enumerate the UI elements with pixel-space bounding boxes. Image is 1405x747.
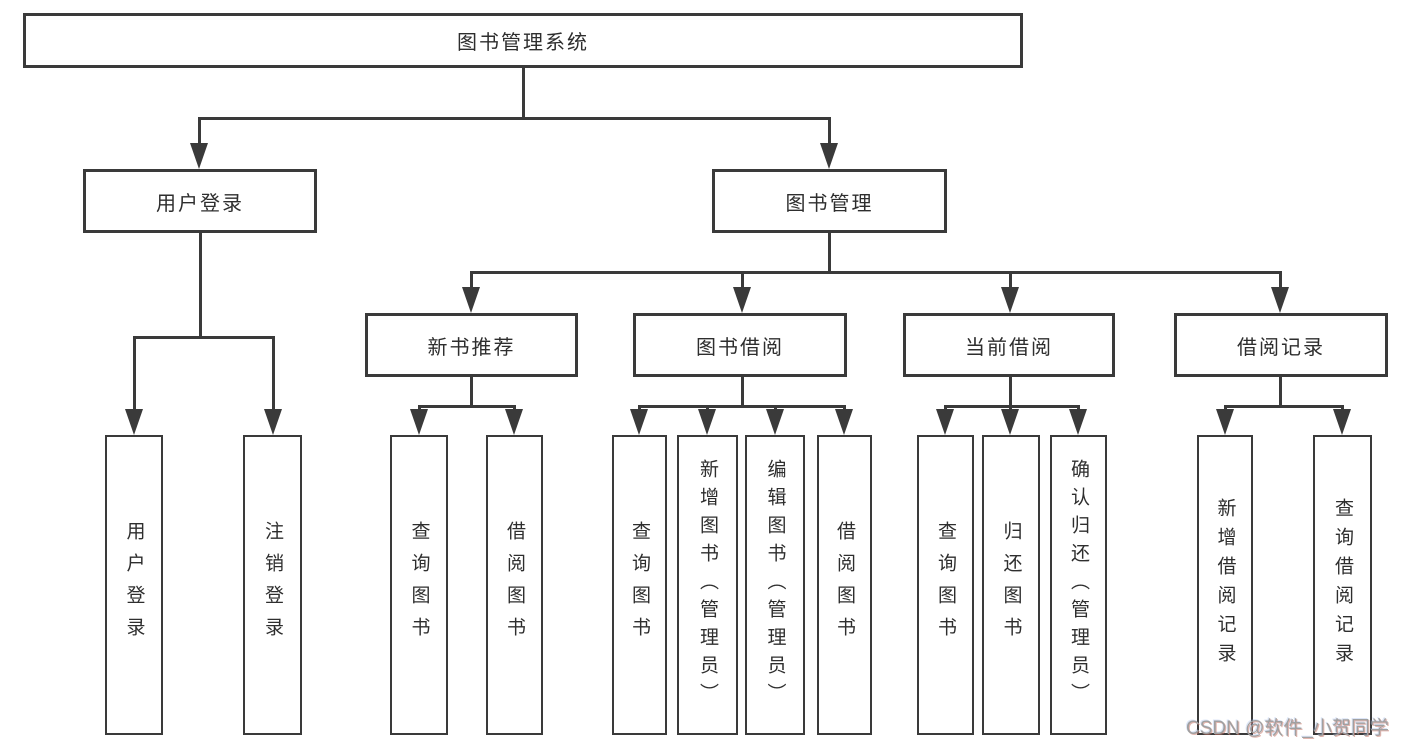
node-current-borrow-label: 当前借阅 [965,336,1053,359]
arrow-down-icon [630,409,648,435]
leaf-edit-books-admin-label: 编辑图书（管理员） [764,459,786,711]
node-root: 图书管理系统 [23,13,1023,68]
watermark: CSDN @软件_小贺同学 [1186,718,1389,739]
leaf-user-login: 用户登录 [105,435,163,735]
node-new-book-recommend: 新书推荐 [365,313,578,377]
leaf-query-books-1-label: 查询图书 [408,521,430,649]
leaf-add-borrow-record: 新增借阅记录 [1197,435,1253,735]
leaf-logout-label: 注销登录 [262,521,283,649]
node-current-borrow: 当前借阅 [903,313,1115,377]
connector-line [741,377,744,408]
arrow-down-icon [462,287,480,313]
leaf-query-borrow-record-label: 查询借阅记录 [1332,498,1353,672]
node-borrow-records: 借阅记录 [1174,313,1388,377]
leaf-query-books-1: 查询图书 [390,435,448,735]
leaf-add-books-admin-label: 新增图书（管理员） [697,459,718,711]
connector-line [470,271,473,291]
leaf-query-books-2-label: 查询图书 [629,521,650,649]
connector-line [828,233,831,274]
connector-line [1224,405,1344,408]
leaf-confirm-return-admin: 确认归还（管理员） [1050,435,1107,735]
connector-line [638,405,846,408]
leaf-borrow-books-1-label: 借阅图书 [504,521,525,649]
connector-line [470,377,473,408]
arrow-down-icon [936,409,954,435]
leaf-borrow-books-2: 借阅图书 [817,435,872,735]
arrow-down-icon [1001,287,1019,313]
connector-line [522,68,525,120]
connector-line [1009,377,1012,408]
node-book-borrow-label: 图书借阅 [696,336,784,359]
arrow-down-icon [1216,409,1234,435]
node-book-management: 图书管理 [712,169,947,233]
connector-line [1279,377,1282,408]
leaf-add-books-admin: 新增图书（管理员） [677,435,738,735]
arrow-down-icon [733,287,751,313]
leaf-query-books-2: 查询图书 [612,435,667,735]
leaf-return-books-label: 归还图书 [1000,521,1022,649]
node-new-book-recommend-label: 新书推荐 [427,336,516,359]
connector-line [198,117,831,120]
leaf-query-borrow-record: 查询借阅记录 [1313,435,1372,735]
node-borrow-records-label: 借阅记录 [1237,336,1325,359]
connector-line [199,233,202,338]
arrow-down-icon [698,409,716,435]
arrow-down-icon [410,409,428,435]
connector-line [418,405,516,408]
arrow-down-icon [505,409,523,435]
leaf-add-borrow-record-label: 新增借阅记录 [1214,498,1236,672]
node-book-borrow: 图书借阅 [633,313,847,377]
arrow-down-icon [190,143,208,169]
leaf-logout: 注销登录 [243,435,302,735]
connector-line [272,336,275,414]
leaf-borrow-books-2-label: 借阅图书 [834,521,855,649]
connector-line [133,336,275,339]
node-root-label: 图书管理系统 [457,32,589,54]
arrow-down-icon [264,409,282,435]
connector-line [198,117,201,150]
arrow-down-icon [1271,287,1289,313]
connector-line [1279,271,1282,291]
connector-line [944,405,1080,408]
leaf-edit-books-admin: 编辑图书（管理员） [745,435,805,735]
arrow-down-icon [1069,409,1087,435]
arrow-down-icon [1001,409,1019,435]
connector-line [828,117,831,150]
arrow-down-icon [820,143,838,169]
node-book-management-label: 图书管理 [785,192,874,215]
leaf-query-books-3: 查询图书 [917,435,974,735]
node-user-login-label: 用户登录 [156,192,244,215]
leaf-query-books-3-label: 查询图书 [935,521,956,649]
connector-line [741,271,744,291]
leaf-return-books: 归还图书 [982,435,1040,735]
connector-line [470,271,1281,274]
leaf-borrow-books-1: 借阅图书 [486,435,543,735]
node-user-login: 用户登录 [83,169,317,233]
connector-line [133,336,136,414]
arrow-down-icon [766,409,784,435]
leaf-confirm-return-admin-label: 确认归还（管理员） [1068,459,1089,711]
arrow-down-icon [125,409,143,435]
leaf-user-login-label: 用户登录 [123,521,145,649]
connector-line [1009,271,1012,291]
arrow-down-icon [1333,409,1351,435]
arrow-down-icon [835,409,853,435]
